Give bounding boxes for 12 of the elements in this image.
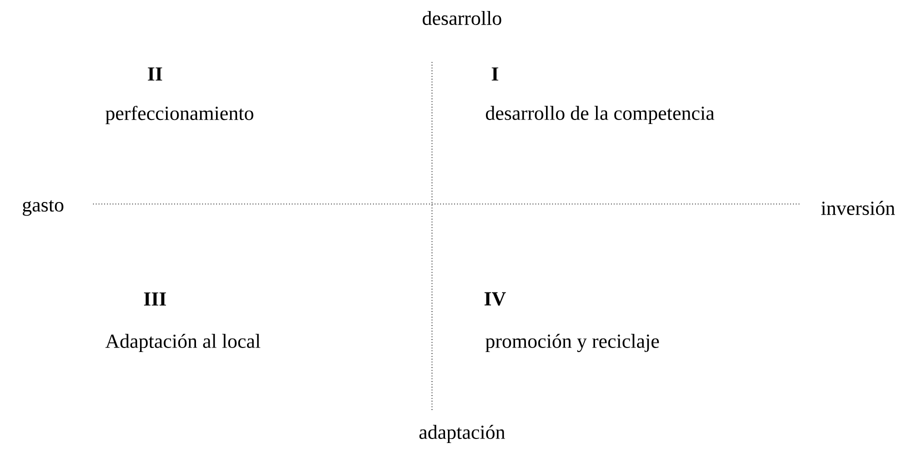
quadrant-label: perfeccionamiento xyxy=(106,106,254,124)
axis-label: gasto xyxy=(22,200,64,216)
quadrant-number: III xyxy=(144,292,166,306)
axis-label: inversión xyxy=(821,200,895,216)
quadrant-number: IV xyxy=(484,292,506,306)
quadrant-number: II xyxy=(148,67,162,81)
quadrant-number: I xyxy=(492,67,498,81)
quadrant-label: desarrollo de la competencia xyxy=(486,106,714,124)
quadrant-label: Adaptación al local xyxy=(105,334,260,352)
axis-label: adaptación xyxy=(419,424,506,444)
axis-label: desarrollo xyxy=(422,10,502,26)
quadrant-label: promoción y reciclaje xyxy=(486,334,659,352)
